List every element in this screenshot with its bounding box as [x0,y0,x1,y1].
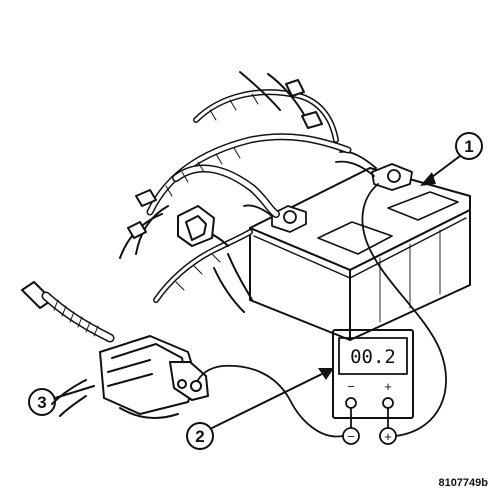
callout-1: 1 [420,132,483,186]
callout-3: 3 [28,385,95,416]
callout-2-number: 2 [195,427,204,446]
alternator [51,335,209,419]
callout-1-number: 1 [464,137,473,156]
meter-positive-jack [382,397,394,409]
battery-negative-terminal [335,150,413,191]
meter-probe [21,281,115,343]
wiring-harness [119,71,352,313]
meter-plus-label: + [384,379,392,394]
voltmeter: 00.2 − + [332,329,414,419]
positive-lead-symbol: + [384,429,392,444]
callout-1-arrow [420,172,436,186]
meter-display: 00.2 [350,346,396,368]
callout-2-arrow [318,368,334,380]
battery [249,167,471,341]
test-leads: − + [197,183,447,445]
callout-2: 2 [186,368,334,450]
negative-lead-symbol: − [347,429,355,444]
meter-minus-label: − [347,379,355,394]
meter-negative-jack [345,397,357,409]
callout-3-number: 3 [37,393,46,412]
figure-id: 8107749b [438,477,488,489]
battery-positive-terminal [243,204,307,233]
